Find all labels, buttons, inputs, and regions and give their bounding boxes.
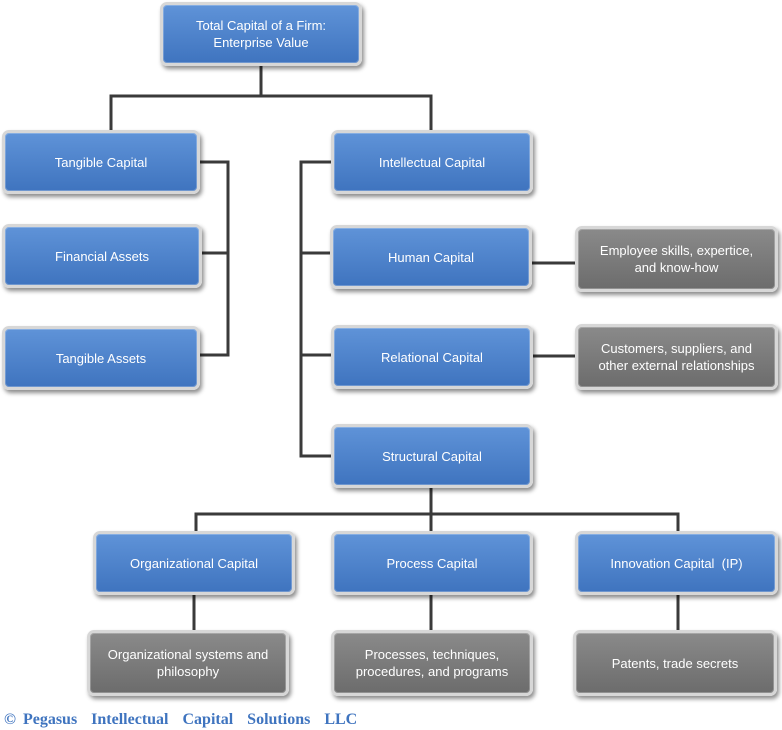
node-relational-capital: Relational Capital [331, 325, 533, 389]
node-total-capital: Total Capital of a Firm: Enterprise Valu… [160, 2, 362, 66]
node-label: Human Capital [388, 249, 474, 265]
node-label: Organizational Capital [130, 555, 258, 571]
node-human-capital: Human Capital [330, 225, 532, 289]
node-label: Process Capital [386, 555, 478, 571]
detail-label: Patents, trade secrets [611, 655, 739, 671]
node-label: Tangible Capital [54, 154, 148, 170]
node-innovation-capital: Innovation Capital (IP) [575, 531, 778, 595]
detail-human-capital: Employee skills, expertice, and know-how [575, 226, 778, 292]
node-intellectual-capital: Intellectual Capital [331, 130, 533, 194]
node-label: Structural Capital [382, 448, 482, 464]
node-label: Total Capital of a Firm: Enterprise Valu… [195, 18, 327, 50]
node-tangible-assets: Tangible Assets [2, 326, 200, 390]
node-structural-capital: Structural Capital [331, 424, 533, 488]
node-label: Tangible Assets [55, 350, 147, 366]
detail-label: Customers, suppliers, and other external… [598, 341, 755, 373]
node-tangible-capital: Tangible Capital [2, 130, 200, 194]
node-label: Relational Capital [381, 349, 483, 365]
node-label: Intellectual Capital [378, 154, 486, 170]
copyright-text: © Pegasus Intellectual Capital Solutions… [4, 711, 358, 728]
node-label: Financial Assets [55, 248, 149, 264]
detail-process-capital: Processes, techniques, procedures, and p… [331, 630, 533, 696]
node-financial-assets: Financial Assets [2, 224, 202, 288]
node-process-capital: Process Capital [331, 531, 533, 595]
detail-innovation-capital: Patents, trade secrets [573, 630, 777, 696]
detail-label: Processes, techniques, procedures, and p… [355, 647, 509, 679]
detail-label: Employee skills, expertice, and know-how [599, 243, 754, 275]
detail-label: Organizational systems and philosophy [107, 647, 269, 679]
detail-organizational-capital: Organizational systems and philosophy [87, 630, 289, 696]
node-organizational-capital: Organizational Capital [93, 531, 295, 595]
node-label: Innovation Capital (IP) [610, 555, 743, 571]
detail-relational-capital: Customers, suppliers, and other external… [575, 324, 778, 390]
